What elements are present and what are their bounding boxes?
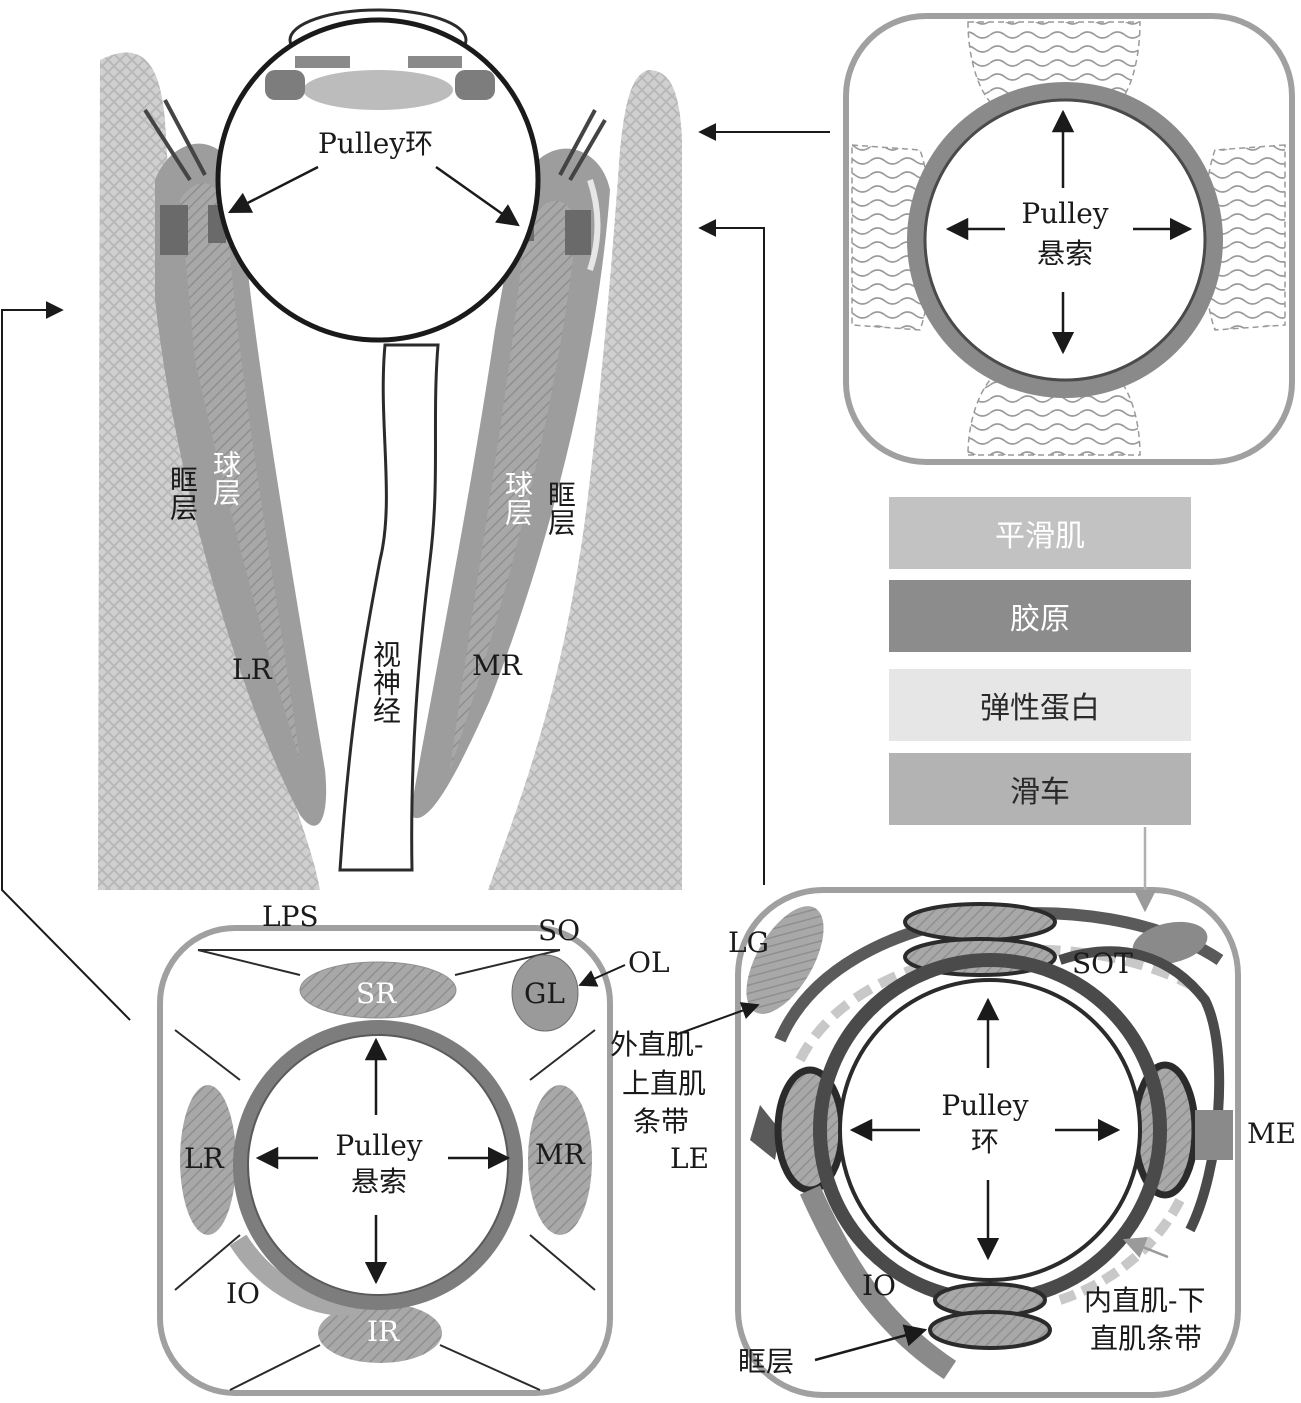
label-ring-br-2: 环 <box>970 1125 1000 1158</box>
label-optic-nerve: 视神经 <box>369 640 402 724</box>
legend-collagen-label: 胶原 <box>1010 602 1070 637</box>
lacrimal-gland <box>746 906 824 1014</box>
label-orbital-layer-left: 眶层 <box>166 465 199 521</box>
arrow-pulley-right <box>435 165 520 227</box>
label-lr-top: LR <box>232 653 272 686</box>
lateral-rectus-global-layer <box>180 183 300 760</box>
sr-ellipse-1 <box>903 902 1057 942</box>
inferior-oblique <box>229 1234 357 1316</box>
arrow-ol <box>578 964 626 987</box>
label-ir: IR <box>367 1315 400 1348</box>
label-me: ME <box>1247 1117 1297 1150</box>
legend-collagen: 胶原 <box>889 580 1191 652</box>
label-le: LE <box>670 1142 710 1175</box>
label-sr: SR <box>356 977 397 1010</box>
wavy-left <box>851 144 932 331</box>
arrow-pulley-left <box>227 165 319 214</box>
ir-ellipse-2 <box>928 1310 1052 1350</box>
optic-nerve <box>338 343 440 872</box>
label-mr-ir-band-1: 内直肌-下 <box>1084 1284 1206 1317</box>
medial-rectus-coronal <box>528 1085 592 1235</box>
label-sling-tr-2: 悬索 <box>1036 237 1094 270</box>
pulley-ring-3d-inner <box>838 978 1142 1282</box>
legend-trochlea: 滑车 <box>889 753 1191 825</box>
ciliary-right <box>455 70 495 100</box>
legend-elastin: 弹性蛋白 <box>889 669 1191 741</box>
pulley-sling-cross-section <box>843 13 1295 465</box>
gl-muscle <box>511 954 579 1032</box>
label-io-br: IO <box>862 1269 897 1302</box>
me-attachment <box>1195 1110 1233 1160</box>
elastin-strand-right <box>587 179 601 271</box>
orbit-top-view <box>98 8 682 890</box>
label-ring-br-1: Pulley <box>941 1089 1029 1122</box>
pulley-block-right <box>565 210 591 255</box>
legend-smooth-muscle-label: 平滑肌 <box>995 519 1085 554</box>
label-io-bl: IO <box>226 1277 261 1310</box>
arrow-orbital-layer <box>814 1324 928 1362</box>
label-sot: SOT <box>1072 947 1133 980</box>
connector-bl-to-top <box>1 301 131 1021</box>
ciliary-left <box>265 70 305 100</box>
lateral-rectus-coronal <box>180 1085 236 1235</box>
superior-rectus <box>299 961 457 1019</box>
inferior-oblique-3d <box>799 1185 957 1380</box>
legend-smooth-muscle: 平滑肌 <box>889 497 1191 569</box>
label-lr-sr-band-2: 上直肌 <box>622 1067 707 1100</box>
label-so: SO <box>538 914 581 947</box>
pulley-ring-3d <box>674 887 1241 1398</box>
label-orbital-layer-bottom: 眶层 <box>738 1345 795 1378</box>
label-sling-bl-2: 悬索 <box>350 1165 408 1198</box>
medial-rectus-global-layer <box>450 200 576 771</box>
label-gl: GL <box>524 977 565 1010</box>
eye-globe-top <box>215 17 541 343</box>
arrow-lr-sr-band <box>674 1002 760 1036</box>
orbital-wall-left <box>98 52 320 890</box>
label-lg: LG <box>728 926 769 959</box>
septa-bottom <box>229 1344 541 1391</box>
label-ol: OL <box>628 946 670 979</box>
label-mr-bl: MR <box>535 1138 585 1171</box>
tendon-strands-right <box>558 109 607 182</box>
label-lr-sr-band-3: 条带 <box>633 1105 690 1138</box>
coronal-section-left <box>157 925 626 1396</box>
label-global-layer-left: 球层 <box>209 450 242 506</box>
legend-trochlea-label: 滑车 <box>1010 775 1070 810</box>
label-mr-ir-band-2: 直肌条带 <box>1090 1322 1203 1355</box>
label-pulley-ring-top: Pulley环 <box>318 127 434 160</box>
orbital-wall-right <box>488 70 682 890</box>
label-lr-sr-band-1: 外直肌- <box>610 1028 704 1061</box>
inferior-rectus <box>318 1303 442 1363</box>
sling-inner-circle <box>923 98 1207 382</box>
wavy-right <box>1203 144 1286 331</box>
le-attachment <box>750 1105 780 1160</box>
connector-br-to-top <box>698 219 765 885</box>
pulley-block-left <box>160 205 188 255</box>
label-sling-tr-1: Pulley <box>1021 197 1109 230</box>
septa-lower-sides <box>174 1234 596 1291</box>
label-global-layer-right: 球层 <box>501 470 534 526</box>
so-tendon <box>1058 946 1225 1233</box>
label-sling-bl-1: Pulley <box>335 1129 423 1162</box>
septa-upper-sides <box>174 1029 596 1081</box>
legend-elastin-label: 弹性蛋白 <box>980 691 1100 726</box>
tendon-strands-left <box>143 99 207 182</box>
label-orbital-layer-right: 眶层 <box>544 480 577 536</box>
arrow-mr-ir-band <box>1122 1236 1169 1259</box>
label-lps: LPS <box>262 900 319 933</box>
septa-top <box>197 949 561 976</box>
lens <box>303 70 453 110</box>
label-mr-top: MR <box>472 649 522 682</box>
label-lr-bl: LR <box>184 1142 224 1175</box>
